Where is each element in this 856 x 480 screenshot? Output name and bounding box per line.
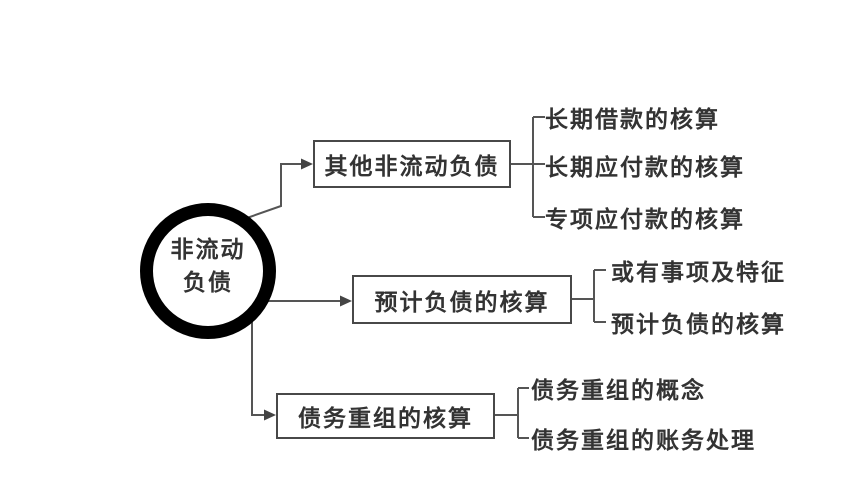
bracket-branch-1 [511,116,545,218]
node-other-non-current-liabilities: 其他非流动负债 [313,140,511,188]
node-estimated-liabilities-accounting: 预计负债的核算 [352,275,572,324]
root-node-circle [140,203,276,339]
leaf-debt-restructuring-concept: 债务重组的概念 [531,377,706,403]
connector-branch-1 [243,163,303,220]
connector-branch-3 [251,314,266,416]
root-node-label: 非流动 负债 [170,236,246,295]
bracket-branch-2 [572,269,606,323]
arrowhead-branch-1-icon [301,158,313,170]
arrowhead-branch-2-icon [340,295,352,307]
leaf-long-term-borrowings: 长期借款的核算 [545,106,720,132]
leaf-long-term-payables: 长期应付款的核算 [545,154,745,180]
leaf-special-payables: 专项应付款的核算 [545,206,745,232]
arrowhead-branch-3-icon [264,409,276,421]
leaf-debt-restructuring-treatment: 债务重组的账务处理 [531,427,756,453]
node-debt-restructuring-accounting: 债务重组的核算 [276,393,495,439]
leaf-estimated-liabilities: 预计负债的核算 [611,311,786,337]
leaf-contingencies-characteristics: 或有事项及特征 [611,259,786,285]
bracket-branch-3 [495,387,529,439]
